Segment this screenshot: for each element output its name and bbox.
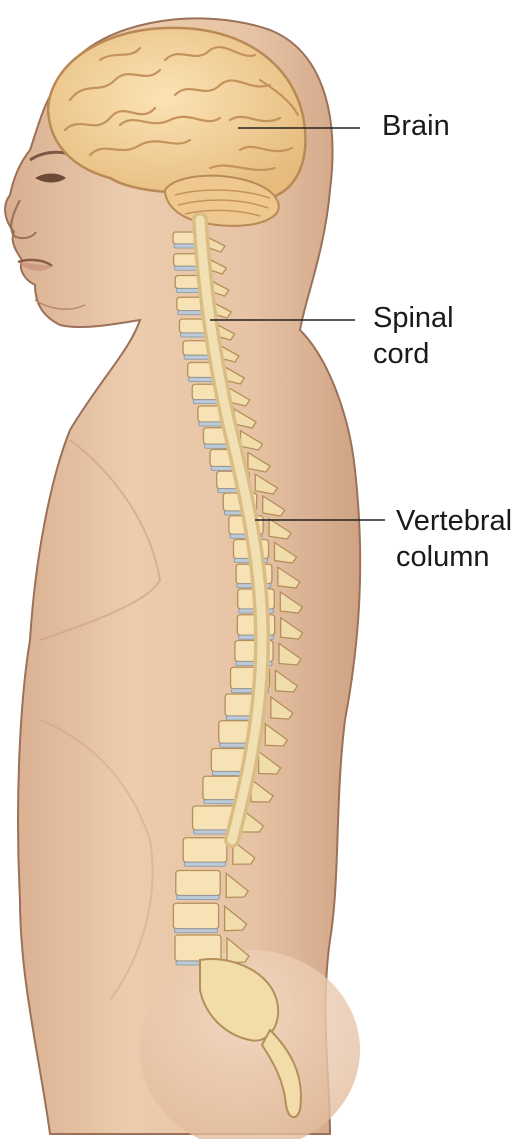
hip-highlight — [140, 950, 360, 1144]
intervertebral-disc — [180, 332, 206, 338]
chest-shadow — [39, 439, 162, 641]
spinous-process — [262, 494, 286, 517]
vertebra — [172, 253, 200, 267]
lips — [18, 262, 52, 271]
spinous-process — [247, 451, 271, 473]
brain-gyri — [63, 46, 300, 172]
spinous-process — [257, 750, 282, 775]
spinous-process — [280, 616, 304, 640]
spinous-process — [254, 473, 279, 495]
spinous-process — [270, 695, 294, 720]
eye — [35, 173, 66, 183]
intervertebral-disc — [174, 265, 198, 271]
spinous-process — [279, 590, 304, 614]
spinous-process — [273, 541, 298, 564]
vertebra — [172, 902, 220, 930]
intervertebral-disc — [183, 861, 227, 867]
spinous-process — [277, 566, 301, 589]
spinous-process — [223, 904, 248, 932]
spinous-process — [232, 839, 256, 865]
vertebra — [176, 296, 204, 312]
spinous-process — [264, 722, 289, 747]
chin — [34, 299, 86, 310]
spinal-cord-core — [195, 215, 267, 845]
vertebral-column-label-line-1: Vertebral — [396, 505, 513, 537]
spinous-process — [225, 872, 250, 899]
cerebellum-folia — [174, 189, 271, 217]
intervertebral-disc — [188, 377, 216, 382]
vertebra — [175, 869, 221, 897]
intervertebral-disc — [177, 310, 203, 316]
mouth — [17, 258, 53, 268]
vertebra — [182, 837, 228, 863]
intervertebral-disc — [183, 354, 211, 360]
brain-label: Brain — [382, 110, 450, 142]
spinous-process — [268, 517, 293, 540]
spinal-cord-label: Spinal cord — [373, 300, 454, 372]
coccyx — [260, 1028, 302, 1119]
intervertebral-disc — [173, 928, 219, 934]
brain-illustration — [46, 26, 307, 203]
vertebral-column-label: Vertebral column — [396, 503, 512, 575]
spinal-cord-label-line-1: Spinal — [373, 302, 454, 334]
spinous-process — [274, 668, 299, 693]
nose — [10, 199, 37, 240]
vertebra — [174, 934, 222, 962]
intervertebral-disc — [176, 895, 220, 900]
torso-shadow — [39, 719, 154, 1001]
spinal-cord-label-line-2: cord — [373, 338, 430, 370]
intervertebral-disc — [175, 288, 201, 293]
intervertebral-disc — [173, 243, 197, 249]
spinous-process — [278, 642, 302, 666]
spinous-process — [226, 936, 250, 964]
sacrum — [199, 958, 280, 1042]
vertebral-column-label-line-2: column — [396, 541, 490, 573]
